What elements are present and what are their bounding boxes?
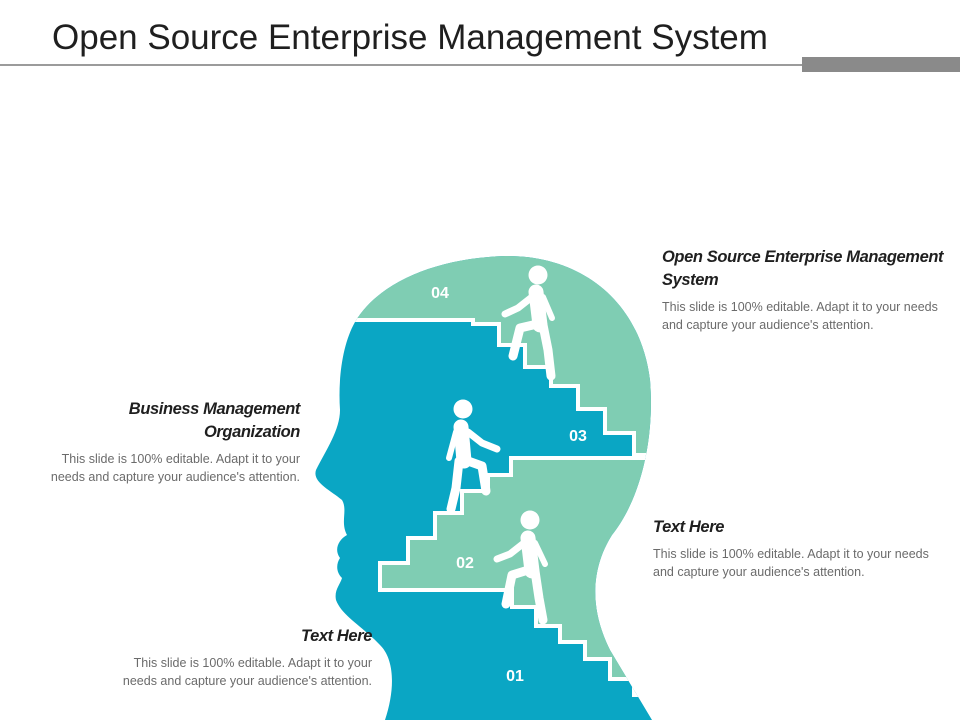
step-number-01: 01 [506, 668, 524, 685]
person-climbing-icon-top [501, 265, 556, 381]
callout-heading: Business Management Organization [128, 400, 301, 441]
step-number-02: 02 [456, 555, 474, 572]
callout-body: This slide is 100% editable. Adapt it to… [50, 452, 300, 484]
step-04-band [315, 255, 652, 455]
callout-heading: Open Source Enterprise Management System [662, 248, 944, 289]
step-number-03: 03 [569, 428, 587, 445]
callout-heading: Text Here [653, 518, 724, 536]
callout-right: Text Here This slide is 100% editable. A… [653, 516, 943, 581]
callout-body: This slide is 100% editable. Adapt it to… [653, 547, 929, 579]
title-divider [0, 64, 960, 66]
callout-bottom-left: Text Here This slide is 100% editable. A… [100, 625, 372, 690]
callout-heading: Text Here [301, 627, 372, 645]
callout-body: This slide is 100% editable. Adapt it to… [662, 300, 938, 332]
title-accent-bar [802, 57, 960, 72]
person-climbing-icon-middle [446, 399, 501, 514]
person-climbing-icon-bottom [493, 510, 548, 625]
callout-left: Business Management Organization This sl… [30, 398, 300, 486]
page-title: Open Source Enterprise Management System [52, 18, 768, 57]
step-number-04: 04 [431, 285, 449, 302]
callout-body: This slide is 100% editable. Adapt it to… [122, 656, 372, 688]
callout-top-right: Open Source Enterprise Management System… [662, 246, 952, 334]
